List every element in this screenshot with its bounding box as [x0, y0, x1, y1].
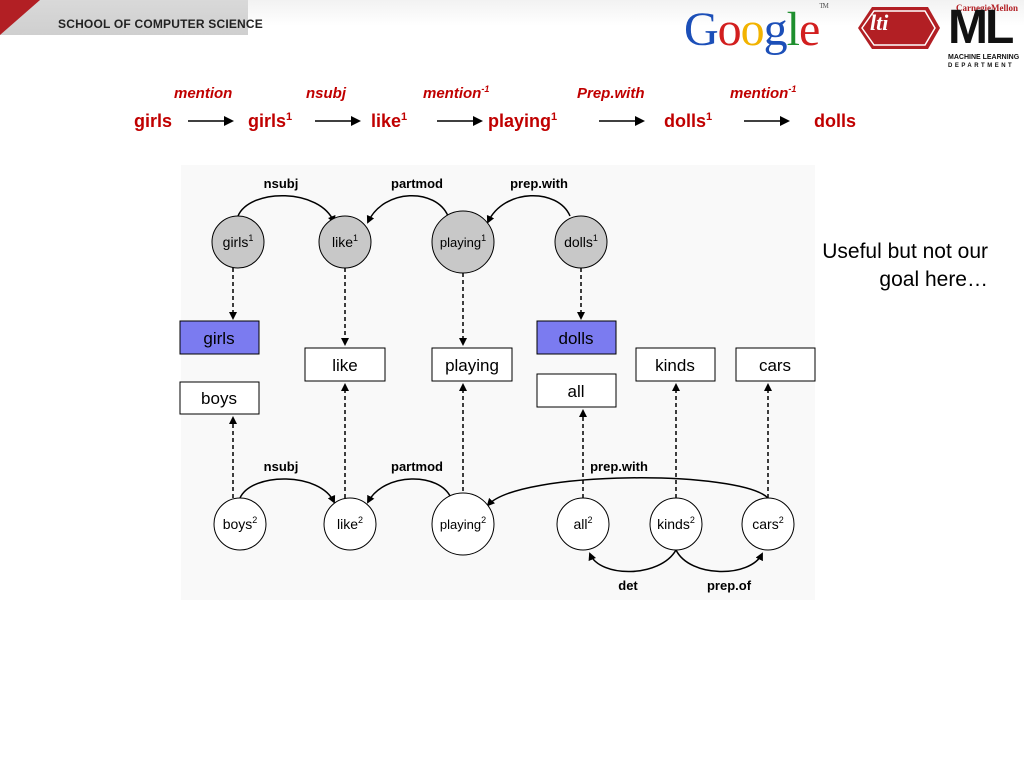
edge-label: nsubj — [264, 176, 299, 191]
word-box-label: all — [567, 382, 584, 401]
word-box — [536, 373, 617, 408]
word-box-label: kinds — [655, 356, 695, 375]
edge-label: prep.with — [590, 459, 648, 474]
word-box — [179, 320, 260, 355]
graph-node — [741, 497, 795, 551]
ml-logo-line1: MACHINE LEARNING — [948, 54, 1020, 61]
path-relation: Prep.with — [577, 85, 645, 102]
lti-logo — [858, 7, 940, 49]
node-label: like1 — [332, 233, 358, 250]
edge-arc — [239, 478, 336, 504]
ml-logo-line2: DEPARTMENT — [948, 63, 1015, 69]
edge-arc — [588, 549, 677, 573]
edge-arc — [367, 478, 452, 504]
lti-logo-text: lti — [870, 10, 889, 35]
node-label: dolls1 — [564, 233, 598, 250]
word-box-label: dolls — [559, 329, 594, 348]
node-label: kinds2 — [657, 515, 695, 532]
side-note: Useful but not our goal here… — [760, 238, 988, 294]
graph-node — [323, 497, 377, 551]
path-word: girls — [134, 111, 173, 131]
path-word: dolls — [814, 111, 857, 131]
word-box — [735, 347, 816, 382]
cmu-logo-text: CarnegieMellon — [956, 3, 1018, 13]
edge-label: prep.with — [510, 176, 568, 191]
google-logo: GoogleTM — [684, 2, 829, 57]
word-box-label: like — [332, 356, 358, 375]
cmu-banner — [0, 0, 248, 35]
path-relation: nsubj — [306, 85, 346, 102]
google-letter: g — [763, 3, 788, 56]
word-box — [635, 347, 716, 382]
google-letter: o — [717, 3, 742, 56]
edge-label: nsubj — [264, 459, 299, 474]
graph-node — [556, 497, 610, 551]
graph-node — [213, 497, 267, 551]
edge-label: partmod — [391, 459, 443, 474]
diagram-panel — [181, 165, 815, 600]
word-box-label: girls — [203, 329, 234, 348]
node-label: cars2 — [752, 515, 783, 532]
word-box-label: playing — [445, 356, 499, 375]
graph-node — [211, 215, 265, 269]
path-arrow — [188, 116, 234, 126]
path-word: playing1 — [488, 111, 558, 131]
google-letter: o — [740, 3, 765, 56]
node-label: girls1 — [223, 233, 254, 250]
word-box-label: boys — [201, 389, 237, 408]
node-label: boys2 — [223, 515, 258, 532]
path-arrow — [599, 116, 645, 126]
word-box-label: cars — [759, 356, 791, 375]
graph-node — [431, 492, 495, 556]
edge-label: det — [618, 578, 638, 593]
cmu-red-corner — [0, 0, 40, 35]
google-letter: e — [799, 3, 820, 56]
graph-node — [649, 497, 703, 551]
word-box — [179, 381, 260, 415]
google-letter: l — [786, 3, 800, 56]
path-word: girls1 — [248, 111, 293, 131]
edge-arc — [486, 477, 769, 507]
edge-label: partmod — [391, 176, 443, 191]
node-label: all2 — [573, 515, 592, 532]
edge-arc — [486, 195, 571, 224]
side-note-line: Useful but not our — [822, 240, 988, 263]
path-arrow — [437, 116, 483, 126]
path-relation: mention — [174, 85, 233, 102]
word-box — [536, 320, 617, 355]
edge-arc — [237, 195, 336, 224]
edge-arc — [366, 194, 449, 224]
path-word: dolls1 — [664, 111, 713, 131]
edge-label: prep.of — [707, 578, 752, 593]
node-label: like2 — [337, 515, 363, 532]
node-label: playing1 — [440, 233, 486, 250]
path-arrow — [315, 116, 361, 126]
word-box — [431, 347, 513, 382]
node-label: playing2 — [440, 515, 486, 532]
google-letter: G — [684, 3, 719, 56]
path-relation: mention-1 — [423, 84, 490, 102]
path-word: like1 — [371, 111, 408, 131]
path-relation: mention-1 — [730, 84, 797, 102]
school-name: SCHOOL OF COMPUTER SCIENCE — [58, 17, 263, 31]
edge-arc — [675, 549, 763, 573]
path-arrow — [744, 116, 790, 126]
word-box — [304, 347, 386, 382]
ml-logo: ML — [948, 1, 1014, 54]
side-note-line: goal here… — [879, 268, 988, 291]
trademark: TM — [819, 2, 828, 10]
